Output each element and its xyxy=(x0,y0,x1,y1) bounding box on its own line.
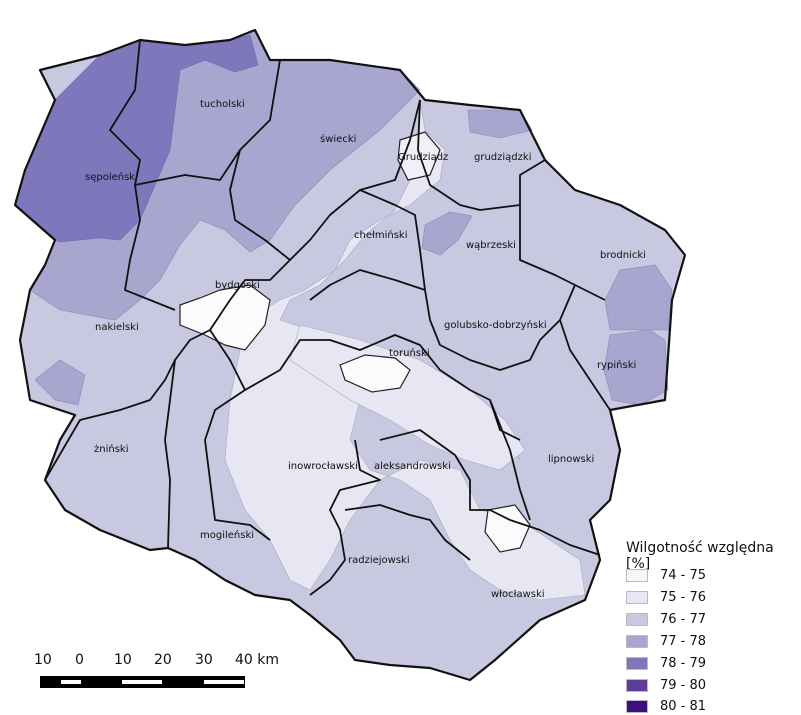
legend-row: 74 - 75 xyxy=(626,568,706,583)
province-outline xyxy=(13,28,687,682)
legend-row: 79 - 80 xyxy=(626,678,706,693)
legend-row: 80 - 81 xyxy=(626,699,706,714)
legend-row: 76 - 77 xyxy=(626,612,706,627)
legend-label: 80 - 81 xyxy=(660,699,707,714)
label-brodnicki: brodnicki xyxy=(600,250,646,261)
legend-swatch xyxy=(626,591,648,604)
scale-label: 20 xyxy=(154,652,172,668)
county-boundaries xyxy=(44,39,611,596)
label-nakielski: nakielski xyxy=(95,322,139,333)
legend-label: 75 - 76 xyxy=(660,590,707,605)
label-mogilenski: mogileński xyxy=(200,529,254,541)
label-rypinski: rypiński xyxy=(597,359,636,371)
label-zninski: żniński xyxy=(94,443,128,455)
label-chelminski: chełmiński xyxy=(354,229,407,241)
scale-label: 40 km xyxy=(235,652,280,668)
zone-77-78-nakielski-south xyxy=(34,359,86,406)
zone-77-78-brodnicki xyxy=(604,264,673,331)
legend-title: Wilgotność względna [%] xyxy=(626,540,774,572)
label-radziejowski: radziejowski xyxy=(348,555,410,566)
label-aleksandrowski: aleksandrowski xyxy=(374,461,451,472)
label-wloclawski: włocławski xyxy=(491,589,545,600)
label-grudziadzki: grudziądzki xyxy=(474,152,531,163)
legend-label: 79 - 80 xyxy=(660,678,707,693)
legend-swatch xyxy=(626,679,648,692)
label-inowroclawski: inowrocławski xyxy=(288,461,358,472)
legend-swatch xyxy=(626,657,648,670)
legend-label: 77 - 78 xyxy=(660,634,707,649)
legend-label: 78 - 79 xyxy=(660,656,707,671)
label-golubsko: golubsko-dobrzyński xyxy=(444,319,547,331)
legend-row: 78 - 79 xyxy=(626,656,706,671)
label-sepolenski: sępoleński xyxy=(85,171,138,183)
legend-row: 77 - 78 xyxy=(626,634,706,649)
legend-swatch xyxy=(626,700,648,713)
zone-77-78-rypinski xyxy=(603,329,669,406)
legend-swatch xyxy=(626,635,648,648)
legend-row: 75 - 76 xyxy=(626,590,706,605)
scale-label: 10 xyxy=(34,652,52,668)
legend-label: 76 - 77 xyxy=(660,612,707,627)
legend-swatch xyxy=(626,569,648,582)
zone-77-78-wabrzeski xyxy=(421,211,473,256)
label-bydgoski: bydgoski xyxy=(215,280,260,291)
label-wabrzeski: wąbrzeski xyxy=(466,240,516,251)
scale-bar-labels: 10 0 10 20 30 40 km xyxy=(34,652,294,670)
scale-label: 10 xyxy=(114,652,132,668)
scale-bar xyxy=(40,676,245,688)
scale-label: 30 xyxy=(195,652,213,668)
label-torunski: toruński xyxy=(389,347,430,359)
scale-label: 0 xyxy=(75,652,84,668)
legend-label: 74 - 75 xyxy=(660,568,707,583)
label-grudziadz: Grudziądz xyxy=(398,152,448,163)
zone-74-75-torun-city xyxy=(339,354,411,393)
zone-74-75-wloclawek xyxy=(484,504,531,553)
county-labels: tucholski świecki Grudziądz grudziądzki … xyxy=(85,99,646,600)
legend-swatch xyxy=(626,613,648,626)
label-lipnowski: lipnowski xyxy=(548,454,594,465)
label-tucholski: tucholski xyxy=(200,99,245,110)
label-swiecki: świecki xyxy=(320,133,356,145)
